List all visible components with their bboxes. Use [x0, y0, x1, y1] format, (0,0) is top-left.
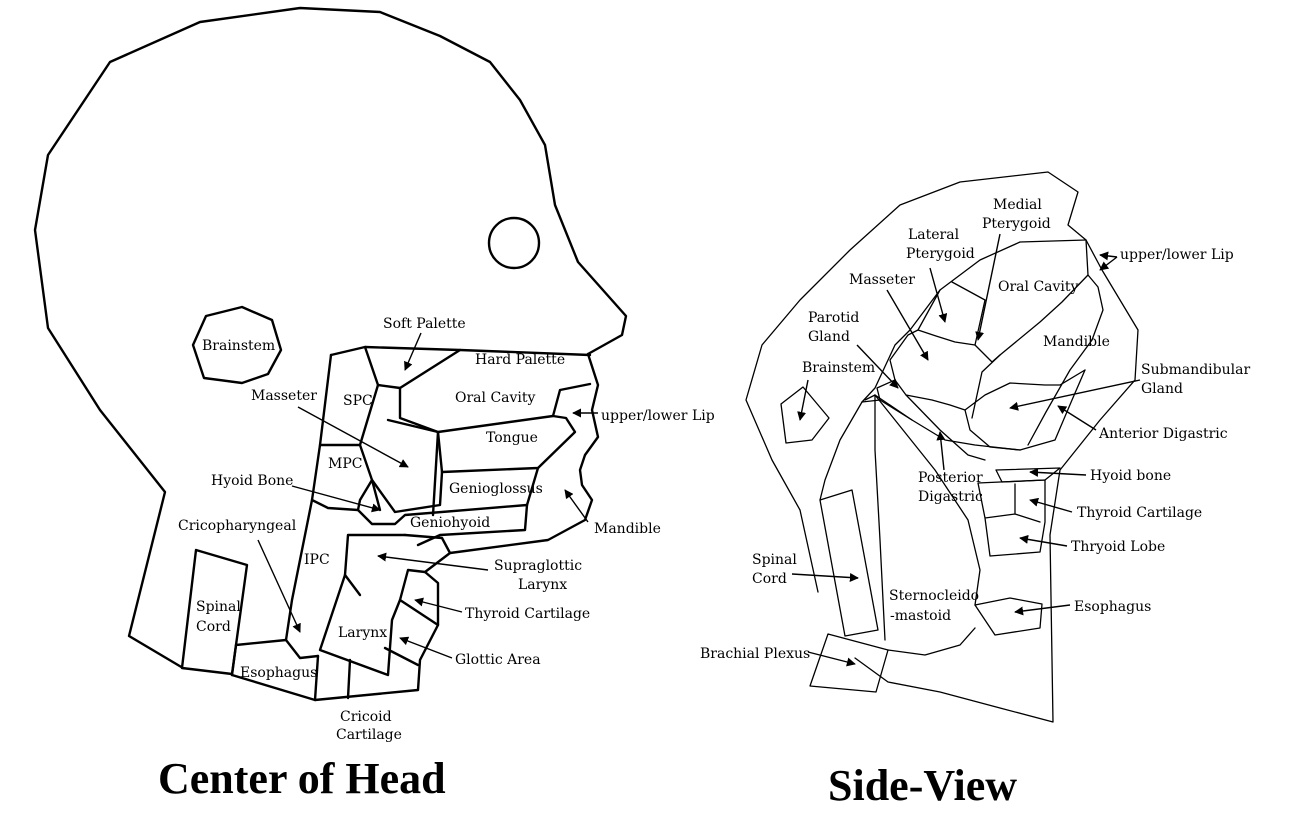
eye-outline — [487, 216, 541, 270]
side-label-parotid-gland: Gland — [808, 329, 850, 345]
side-esophagus-outline — [974, 597, 1043, 636]
side-label-submandibular-gland: Gland — [1141, 381, 1183, 397]
label-hard-palette: Hard Palette — [475, 352, 565, 368]
label-mpc: MPC — [328, 456, 362, 472]
side-label-esophagus: Esophagus — [1074, 599, 1151, 615]
side-label-parotid: Parotid — [808, 310, 859, 326]
side-label-submandibular: Submandibular — [1141, 362, 1250, 378]
side-hyoid-outline — [995, 467, 1061, 483]
label-geniohyoid: Geniohyoid — [410, 515, 490, 531]
side-label-lateral-pterygoid: Pterygoid — [906, 246, 975, 262]
label-mandible: Mandible — [594, 521, 661, 537]
side-arrows — [791, 233, 1141, 667]
label-brainstem: Brainstem — [202, 338, 275, 354]
side-view-diagram: Medial Pterygoid Lateral Pterygoid upper… — [700, 171, 1250, 810]
side-label-upper-lower-lip: upper/lower Lip — [1120, 247, 1234, 263]
side-label-posterior: Posterior — [918, 470, 983, 486]
label-larynx: Larynx — [338, 625, 387, 641]
side-label-medial-pterygoid: Pterygoid — [982, 216, 1051, 232]
center-of-head-diagram: Soft Palette Hard Palette Brainstem Mass… — [33, 6, 715, 803]
label-genioglossus: Genioglossus — [449, 481, 543, 497]
left-arrows — [257, 332, 598, 659]
label-supraglottic-larynx: Larynx — [518, 577, 567, 593]
side-label-thyroid-cartilage: Thyroid Cartilage — [1077, 505, 1202, 521]
label-glottic-area: Glottic Area — [455, 652, 541, 668]
side-label-hyoid-bone: Hyoid bone — [1090, 468, 1171, 484]
label-cord: Cord — [196, 619, 231, 635]
label-supraglottic: Supraglottic — [494, 558, 582, 574]
side-label-masseter: Masseter — [849, 272, 915, 288]
label-cricoid: Cricoid — [340, 709, 392, 725]
brainstem-outline — [191, 305, 283, 385]
label-spc: SPC — [343, 393, 373, 409]
label-spinal: Spinal — [196, 599, 241, 615]
side-spinal-cord-outline — [819, 489, 879, 637]
label-cricopharyngeal: Cricopharyngeal — [178, 518, 297, 534]
diagram-title-side-view: Side-View — [828, 761, 1017, 810]
side-labels: Medial Pterygoid Lateral Pterygoid upper… — [700, 197, 1250, 662]
label-thyroid-cartilage: Thyroid Cartilage — [465, 606, 590, 622]
side-label-sternocleido: Sternocleido — [889, 588, 979, 604]
side-label-mandible: Mandible — [1043, 334, 1110, 350]
label-upper-lower-lip: upper/lower Lip — [601, 408, 715, 424]
head-outline — [33, 6, 628, 670]
label-oral-cavity: Oral Cavity — [455, 390, 536, 406]
label-esophagus: Esophagus — [240, 665, 317, 681]
side-brainstem-outline — [780, 386, 830, 444]
side-label-cord: Cord — [752, 571, 787, 587]
side-label-thyroid-lobe: Thryoid Lobe — [1071, 539, 1165, 555]
label-masseter: Masseter — [251, 388, 317, 404]
side-structures — [819, 239, 1104, 656]
left-labels: Soft Palette Hard Palette Brainstem Mass… — [178, 316, 715, 743]
side-brachial-plexus-outline — [809, 633, 889, 693]
side-label-medial: Medial — [993, 197, 1042, 213]
side-label-anterior-digastric: Anterior Digastric — [1098, 426, 1228, 442]
label-cricoid-cartilage: Cartilage — [336, 727, 402, 743]
side-label-lateral: Lateral — [908, 227, 960, 243]
side-label-oral-cavity: Oral Cavity — [998, 279, 1079, 295]
side-label-spinal: Spinal — [752, 552, 797, 568]
label-soft-palette: Soft Palette — [383, 316, 466, 332]
side-label-posterior-digastric: Digastric — [918, 489, 983, 505]
label-tongue: Tongue — [486, 430, 538, 446]
side-label-brainstem: Brainstem — [802, 360, 875, 376]
neck-structures — [230, 345, 600, 702]
label-hyoid-bone: Hyoid Bone — [211, 473, 293, 489]
side-label-sternocleidomastoid: -mastoid — [890, 608, 951, 624]
side-thyroid-outline — [977, 479, 1046, 557]
side-label-brachial-plexus: Brachial Plexus — [700, 646, 810, 662]
label-ipc: IPC — [304, 552, 330, 568]
diagram-title-center-of-head: Center of Head — [158, 754, 446, 803]
